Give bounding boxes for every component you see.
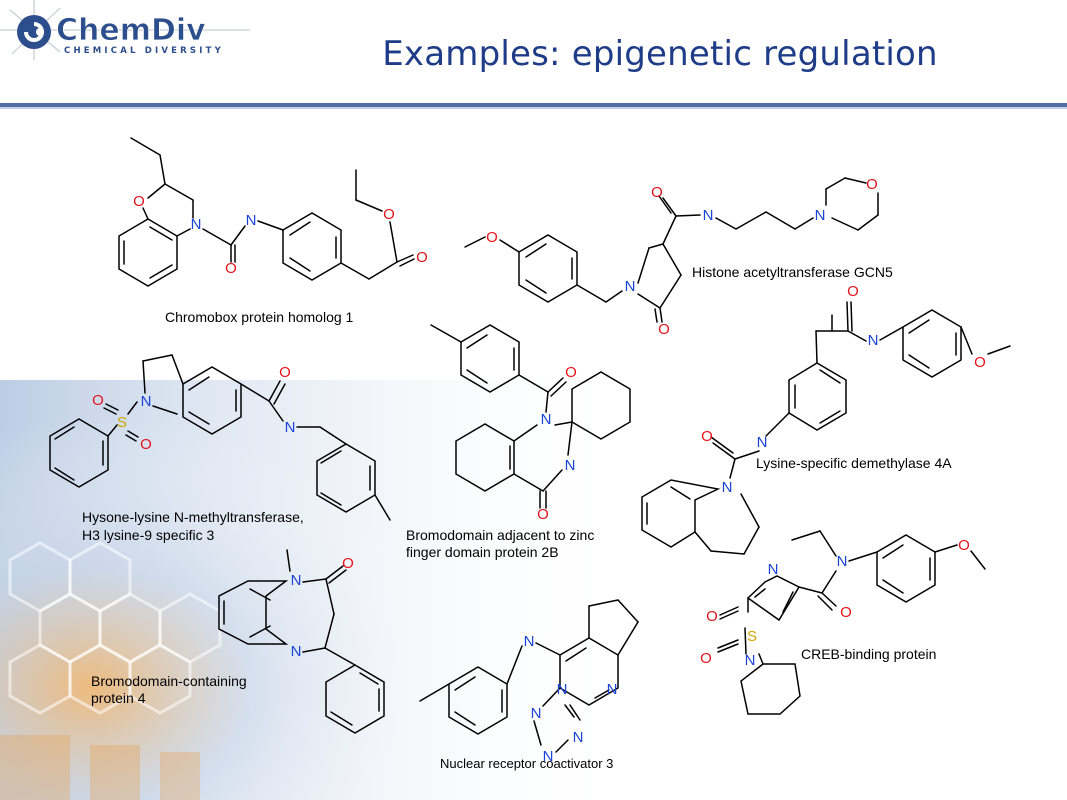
svg-text:O: O	[658, 321, 670, 338]
svg-text:N: N	[531, 705, 542, 722]
svg-text:N: N	[291, 572, 302, 589]
svg-text:O: O	[140, 436, 152, 453]
svg-text:O: O	[847, 283, 859, 300]
svg-text:O: O	[486, 229, 498, 246]
svg-text:O: O	[92, 392, 104, 409]
svg-text:N: N	[524, 633, 535, 650]
svg-text:N: N	[868, 332, 879, 349]
svg-text:N: N	[722, 479, 733, 496]
svg-text:O: O	[866, 176, 878, 193]
svg-text:S: S	[747, 628, 757, 645]
caption-brd4-line2: protein 4	[91, 690, 146, 706]
molecule-baz2b	[430, 324, 631, 509]
svg-text:N: N	[757, 434, 768, 451]
svg-text:O: O	[706, 608, 718, 625]
svg-text:O: O	[225, 260, 237, 277]
svg-text:N: N	[625, 278, 636, 295]
svg-text:N: N	[291, 643, 302, 660]
svg-text:N: N	[141, 393, 152, 410]
caption-baz2b-line2: finger domain protein 2B	[406, 544, 559, 560]
caption-cbp: CREB-binding protein	[801, 646, 937, 662]
svg-text:O: O	[342, 555, 354, 572]
molecule-ncoa3	[419, 599, 639, 753]
svg-text:N: N	[607, 681, 618, 698]
svg-text:O: O	[537, 506, 549, 523]
svg-text:O: O	[974, 354, 986, 371]
svg-text:O: O	[958, 537, 970, 554]
svg-text:O: O	[651, 184, 663, 201]
molecule-chromobox	[118, 137, 415, 287]
svg-text:O: O	[133, 193, 145, 210]
caption-chromobox: Chromobox protein homolog 1	[165, 309, 354, 325]
svg-text:N: N	[285, 419, 296, 436]
svg-text:N: N	[557, 681, 568, 698]
svg-text:N: N	[543, 748, 554, 765]
caption-ncoa3: Nuclear receptor coactivator 3	[440, 756, 614, 771]
header-divider-shadow	[0, 107, 1067, 109]
molecule-cbp	[717, 530, 986, 715]
svg-text:O: O	[416, 249, 428, 266]
molecule-h3k9	[49, 354, 391, 521]
svg-text:N: N	[768, 561, 779, 578]
slide-title: Examples: epigenetic regulation	[382, 34, 938, 74]
svg-text:N: N	[745, 652, 756, 669]
caption-brd4-line1: Bromodomain-containing	[91, 673, 247, 689]
molecule-gcn5	[464, 177, 879, 323]
svg-text:S: S	[117, 414, 127, 431]
svg-text:N: N	[246, 212, 257, 229]
logo-wordmark: ChemDiv	[56, 13, 206, 48]
svg-text:O: O	[701, 428, 713, 445]
caption-h3k9-line1: Hysone-lysine N-methyltransferase,	[82, 509, 304, 525]
svg-text:N: N	[565, 457, 576, 474]
svg-text:O: O	[840, 604, 852, 621]
svg-text:O: O	[700, 650, 712, 667]
caption-h3k9-line2: H3 lysine-9 specific 3	[82, 527, 215, 543]
svg-text:N: N	[573, 729, 584, 746]
chemdiv-logo: ChemDiv CHEMICAL DIVERSITY	[0, 0, 250, 60]
caption-kdm4a: Lysine-specific demethylase 4A	[756, 455, 952, 471]
caption-baz2b-line1: Bromodomain adjacent to zinc	[406, 527, 595, 543]
svg-text:N: N	[191, 216, 202, 233]
svg-text:N: N	[703, 207, 714, 224]
molecule-kdm4a	[641, 301, 1011, 555]
header-divider	[0, 103, 1067, 107]
caption-gcn5: Histone acetyltransferase GCN5	[692, 264, 893, 280]
svg-text:O: O	[383, 206, 395, 223]
svg-text:O: O	[279, 364, 291, 381]
svg-text:N: N	[541, 411, 552, 428]
svg-text:O: O	[565, 364, 577, 381]
molecule-brd4	[218, 549, 385, 734]
logo-tagline: CHEMICAL DIVERSITY	[64, 46, 224, 56]
svg-text:N: N	[837, 553, 848, 570]
svg-text:N: N	[815, 207, 826, 224]
